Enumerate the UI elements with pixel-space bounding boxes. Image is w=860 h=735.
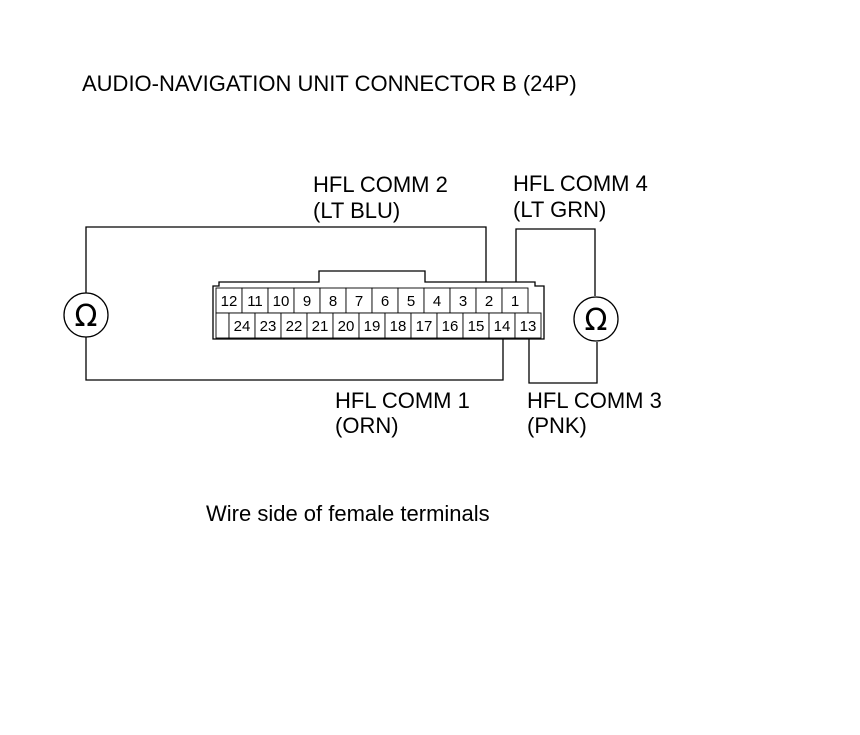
- connector-pin-cell: [306, 312, 334, 339]
- connector-pin-cell: [241, 287, 269, 314]
- connector-pin-14: 14: [494, 318, 511, 335]
- connector-pin-2: 2: [485, 293, 493, 310]
- connector-pin-cell: [384, 312, 412, 339]
- connector-pin-10: 10: [273, 293, 290, 310]
- connector-pin-cell: [501, 287, 529, 314]
- connector-pin-cell: [488, 312, 516, 339]
- wire-comm4: [515, 228, 596, 300]
- connector-pin-8: 8: [329, 293, 337, 310]
- ohm-icon: Ω: [75, 299, 98, 334]
- connector-pin-12: 12: [221, 293, 238, 310]
- label-comm4-color: (LT GRN): [513, 197, 606, 222]
- connector-pin-5: 5: [407, 293, 415, 310]
- connector-pin-15: 15: [468, 318, 485, 335]
- connector-pin-13: 13: [520, 318, 537, 335]
- connector-pin-cell: [345, 287, 373, 314]
- wire-comm2: [85, 226, 487, 301]
- left-ohmmeter: Ω: [63, 292, 109, 338]
- connector-pin-cell: [267, 287, 295, 314]
- connector-pin-cell: [410, 312, 438, 339]
- label-comm3-name: HFL COMM 3: [527, 388, 662, 413]
- label-comm2-color: (LT BLU): [313, 198, 400, 223]
- connector-pin-22: 22: [286, 318, 303, 335]
- connector-pin-cell: [254, 312, 282, 339]
- connector-pin-cell: [228, 312, 256, 339]
- label-comm1-name: HFL COMM 1: [335, 388, 470, 413]
- connector-pin-3: 3: [459, 293, 467, 310]
- connector-pin-24: 24: [234, 318, 251, 335]
- connector-pin-cell: [436, 312, 464, 339]
- connector-pin-cell: [280, 312, 308, 339]
- connector-pin-4: 4: [433, 293, 441, 310]
- connector-pin-6: 6: [381, 293, 389, 310]
- connector-pin-9: 9: [303, 293, 311, 310]
- connector-pin-cell: [319, 287, 347, 314]
- connector-pin-cell: [514, 312, 542, 339]
- connector-pin-17: 17: [416, 318, 433, 335]
- right-ohmmeter-circle: [573, 296, 619, 342]
- connector-pin-1: 1: [511, 293, 519, 310]
- connector-pin-cell: [397, 287, 425, 314]
- wire-comm1: [85, 327, 504, 381]
- test-wires: [85, 226, 598, 384]
- connector-pin-20: 20: [338, 318, 355, 335]
- connector-pin-11: 11: [247, 293, 263, 310]
- connector-pin-21: 21: [312, 318, 329, 335]
- connector-pin-18: 18: [390, 318, 407, 335]
- connector-pin-cell: [462, 312, 490, 339]
- label-comm2-name: HFL COMM 2: [313, 172, 448, 197]
- connector-pin-7: 7: [355, 293, 363, 310]
- label-comm3-color: (PNK): [527, 413, 587, 438]
- connector-pin-cell: [332, 312, 360, 339]
- connector-pin-cell: [371, 287, 399, 314]
- left-ohmmeter-circle: [63, 292, 109, 338]
- connector-pin-19: 19: [364, 318, 381, 335]
- connector-pin-cell: [358, 312, 386, 339]
- label-comm4-name: HFL COMM 4: [513, 171, 648, 196]
- diagram-caption: Wire side of female terminals: [206, 501, 490, 526]
- ohm-icon: Ω: [585, 303, 608, 338]
- wire-comm3: [528, 326, 598, 384]
- connector-blank-cell: [215, 312, 230, 339]
- right-ohmmeter: Ω: [573, 296, 619, 342]
- connector-pin-23: 23: [260, 318, 277, 335]
- connector-pin-16: 16: [442, 318, 459, 335]
- diagram-title: AUDIO-NAVIGATION UNIT CONNECTOR B (24P): [82, 71, 577, 96]
- label-comm1-color: (ORN): [335, 413, 399, 438]
- connector-pin-cell: [449, 287, 477, 314]
